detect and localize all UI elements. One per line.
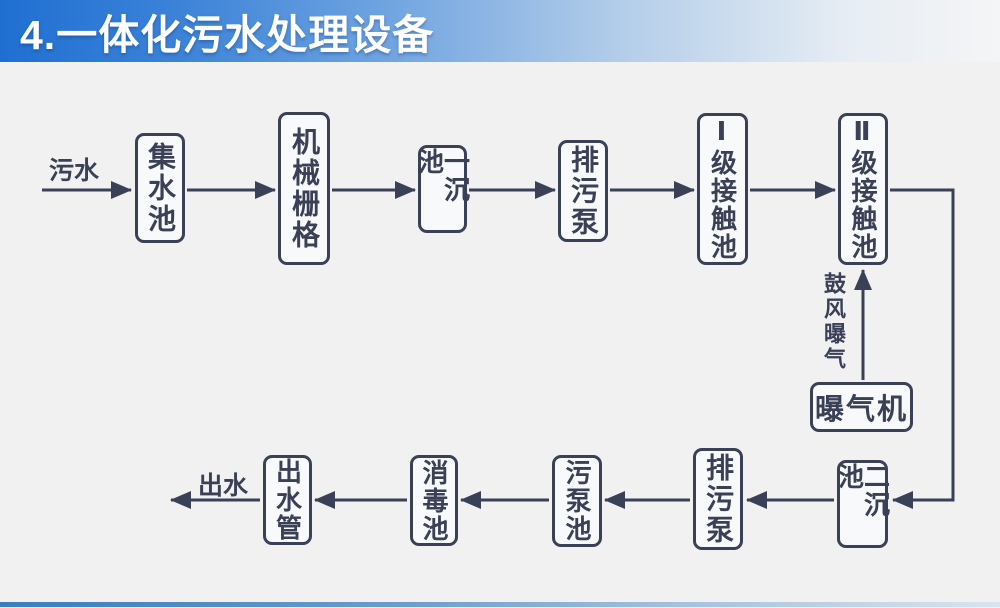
- node-level2-contact-tank: Ⅱ级接触池: [838, 113, 888, 265]
- outlet-label: 出水: [198, 472, 249, 500]
- title-banner: 4.一体化污水处理设备: [0, 0, 1000, 62]
- node-sewage-pump-bottom: 排污泵: [693, 448, 743, 550]
- node-label: 机械栅格: [289, 126, 320, 251]
- node-label: 排污泵: [703, 452, 734, 546]
- node-label: 曝气机: [814, 394, 908, 426]
- page-title: 4.一体化污水处理设备: [20, 12, 435, 58]
- node-label: 消毒池: [419, 458, 449, 543]
- node-disinfection-tank: 消毒池: [410, 455, 458, 546]
- node-aerator: 曝气机: [810, 382, 913, 432]
- aeration-label: 鼓风曝气: [821, 272, 846, 372]
- node-level1-contact-tank: Ⅰ级接触池: [697, 113, 748, 265]
- node-label: Ⅰ级接触池: [707, 117, 738, 261]
- node-sewage-pump-top: 排污泵: [558, 140, 608, 242]
- node-collection-tank: 集水池: [135, 133, 185, 243]
- node-label: 一沉池: [414, 148, 471, 204]
- node-label: Ⅱ级接触池: [848, 117, 878, 261]
- node-secondary-sedimentation-tank: 二沉池: [834, 460, 891, 548]
- node-label: 二沉池: [834, 463, 891, 519]
- inlet-label: 污水: [49, 157, 100, 185]
- node-label: 污泵池: [562, 459, 592, 543]
- node-outlet-pipe: 出水管: [263, 455, 312, 545]
- node-label: 排污泵: [568, 144, 599, 238]
- node-primary-sedimentation-tank: 一沉池: [414, 145, 471, 233]
- node-label: 出水管: [272, 458, 303, 542]
- bottom-rule: [0, 602, 1000, 607]
- node-label: 集水池: [145, 141, 176, 235]
- node-mechanical-grid: 机械栅格: [278, 112, 330, 265]
- node-sludge-pump-tank: 污泵池: [552, 455, 602, 547]
- connector-level2-to-secondary: [890, 188, 955, 509]
